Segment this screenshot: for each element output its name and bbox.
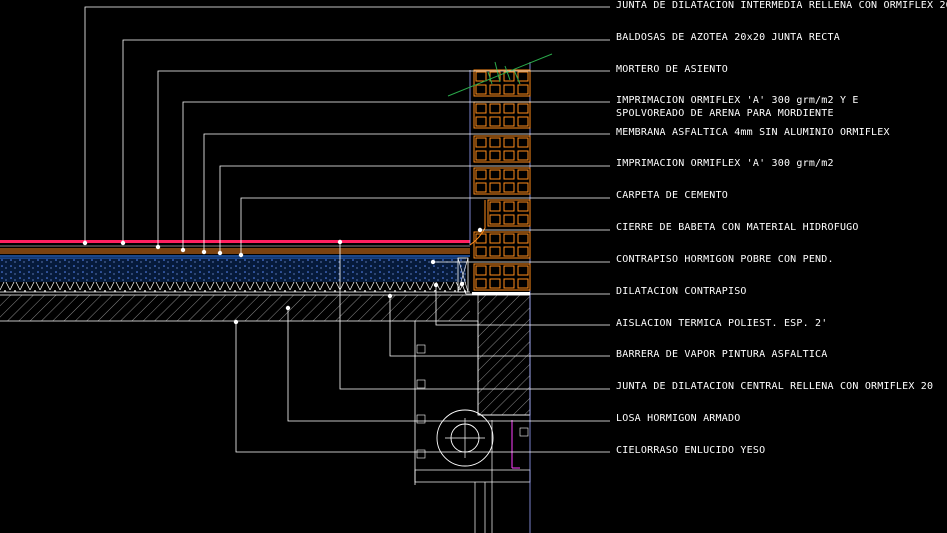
brick-block (473, 263, 531, 291)
leader-line (203, 133, 610, 252)
label-primer-line2: SPOLVOREADO DE ARENA PARA MORDIENTE (616, 108, 834, 119)
brick-block (473, 135, 531, 163)
label-primer-line1: IMPRIMACION ORMIFLEX 'A' 300 grm/m2 Y E (616, 95, 859, 106)
label-plaster-ceiling: CIELORRASO ENLUCIDO YESO (616, 445, 765, 456)
leader-line (157, 70, 610, 247)
label-vapor-barrier: BARRERA DE VAPOR PINTURA ASFALTICA (616, 349, 828, 360)
leader-line (461, 283, 610, 295)
leader-line (122, 39, 610, 243)
leader-dot (201, 249, 207, 255)
label-flashing-closure: CIERRE DE BABETA CON MATERIAL HIDROFUGO (616, 222, 859, 233)
brick-block (473, 69, 531, 97)
brick-block (487, 199, 531, 227)
leader-dot (155, 244, 161, 250)
leader-dot (180, 247, 186, 253)
brick-block (473, 167, 531, 195)
concrete-slab (0, 295, 470, 321)
brick-parapet (447, 53, 553, 533)
label-lean-concrete: CONTRAPISO HORMIGON POBRE CON PEND. (616, 254, 834, 265)
cement-screed-layer (0, 248, 470, 254)
leader-dot (477, 227, 483, 233)
leader-line (240, 197, 610, 255)
leader-line (84, 6, 610, 243)
label-concrete-slab: LOSA HORMIGON ARMADO (616, 413, 740, 424)
leader-dot (430, 259, 436, 265)
roof-layers (0, 240, 530, 322)
edge-beam (414, 294, 531, 533)
leader-dot (82, 240, 88, 246)
leader-line (435, 285, 610, 326)
label-thermal-insulation: AISLACION TERMICA POLIEST. ESP. 2' (616, 318, 828, 329)
callout-labels: JUNTA DE DILATACION INTERMEDIA RELLENA C… (616, 0, 947, 456)
label-setting-mortar: MORTERO DE ASIENTO (616, 64, 728, 75)
leader-dot (285, 305, 291, 311)
leader-dot (459, 281, 465, 287)
leader-dot (233, 319, 239, 325)
leader-line (287, 308, 610, 422)
label-asphalt-membrane: MEMBRANA ASFALTICA 4mm SIN ALUMINIO ORMI… (616, 127, 890, 138)
label-fill-expansion: DILATACION CONTRAPISO (616, 286, 747, 297)
leader-dot (238, 252, 244, 258)
leader-line (235, 322, 610, 453)
leader-dot (387, 293, 393, 299)
leader-dot (337, 239, 343, 245)
label-roof-tiles: BALDOSAS DE AZOTEA 20x20 JUNTA RECTA (616, 32, 840, 43)
label-expansion-joint-central: JUNTA DE DILATACION CENTRAL RELLENA CON … (616, 381, 933, 392)
brick-blocks (473, 69, 531, 291)
leader-dot (120, 240, 126, 246)
label-cement-screed: CARPETA DE CEMENTO (616, 190, 728, 201)
vegetation (447, 53, 553, 97)
brick-block (473, 231, 531, 259)
callout-leaders (82, 6, 610, 453)
thermal-insulation (0, 282, 466, 292)
label-primer: IMPRIMACION ORMIFLEX 'A' 300 grm/m2 (616, 158, 834, 169)
drain-pipe (436, 409, 494, 467)
label-expansion-joint-intermediate: JUNTA DE DILATACION INTERMEDIA RELLENA C… (616, 0, 947, 11)
leader-dot (433, 282, 439, 288)
membrane-layer (0, 240, 470, 243)
leader-line (219, 165, 610, 253)
leader-line (389, 296, 610, 357)
leader-line (339, 242, 610, 390)
leader-dot (217, 250, 223, 256)
brick-block (473, 101, 531, 129)
leader-line (182, 101, 610, 250)
